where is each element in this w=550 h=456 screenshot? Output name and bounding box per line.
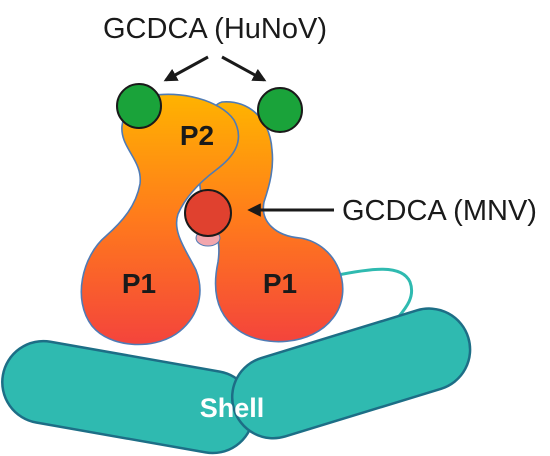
shell-domain: Shell: [1, 307, 472, 455]
p1-label-left: P1: [122, 268, 156, 299]
hunov-arrow-right: [221, 55, 267, 82]
p2-label: P2: [180, 120, 214, 151]
hinge-linker: [331, 267, 413, 322]
hunov-callout-label: GCDCA (HuNoV): [103, 13, 327, 45]
hunov-binding-site-right: [257, 87, 303, 133]
shell-label: Shell: [200, 393, 265, 423]
mnv-callout-label: GCDCA (MNV): [342, 195, 537, 227]
p-domain-left-monomer: [80, 93, 240, 346]
hunov-binding-site-left: [116, 83, 162, 129]
p1-label-right: P1: [263, 268, 297, 299]
shell-capsule-right: [230, 307, 472, 440]
hunov-arrow-left: [163, 55, 209, 82]
mnv-binding-site: [184, 189, 232, 237]
